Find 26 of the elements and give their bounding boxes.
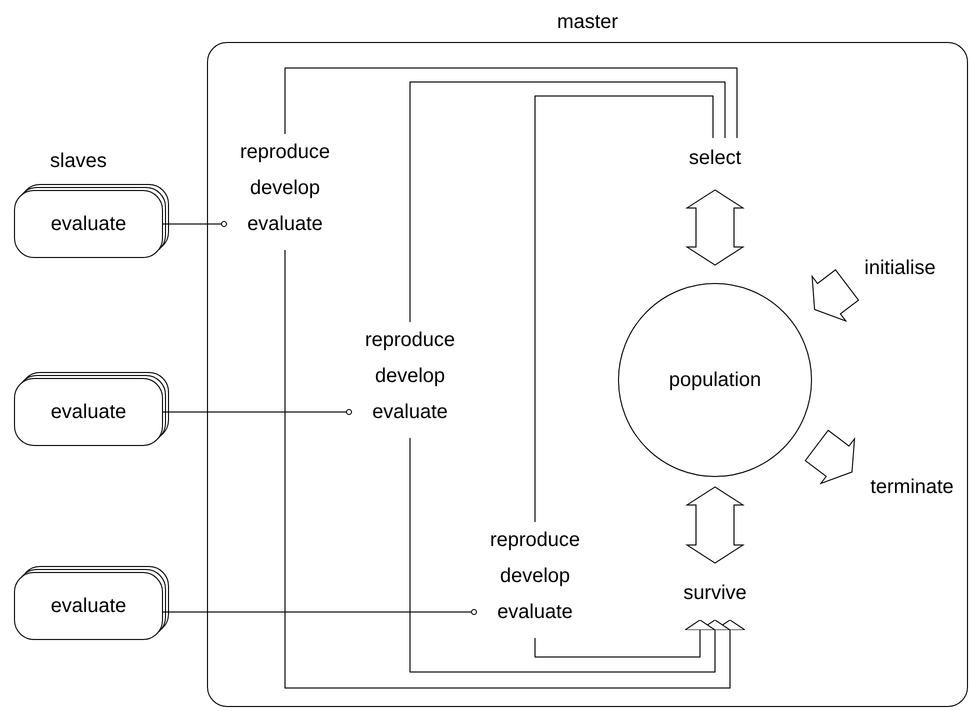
node-text: initialise [864,256,936,281]
node-text: evaluate [50,212,126,237]
node-text: survive [683,581,747,606]
node-text: evaluate [50,594,126,619]
stacked-box [14,566,170,640]
node-text: master [556,10,618,35]
node-text: select [688,146,742,171]
connector-line [162,409,352,415]
node-text: population [668,368,762,393]
stacked-box [14,184,170,258]
node-text: evaluate [50,400,126,425]
connector-line [162,609,477,615]
node-text: reproduce develop evaluate [490,528,580,625]
arrow [410,438,730,672]
block-arrow [685,486,745,564]
block-arrow [685,189,745,266]
stacked-box [14,372,170,446]
node-text: terminate [870,475,954,500]
connector-line [162,221,227,227]
arrow [534,620,716,658]
node-text: reproduce develop evaluate [364,328,456,425]
node-text: reproduce develop evaluate [240,140,330,237]
group-label: slaves [50,149,107,174]
arrow [284,250,746,688]
block-arrow [804,430,856,485]
block-arrow [811,269,860,322]
